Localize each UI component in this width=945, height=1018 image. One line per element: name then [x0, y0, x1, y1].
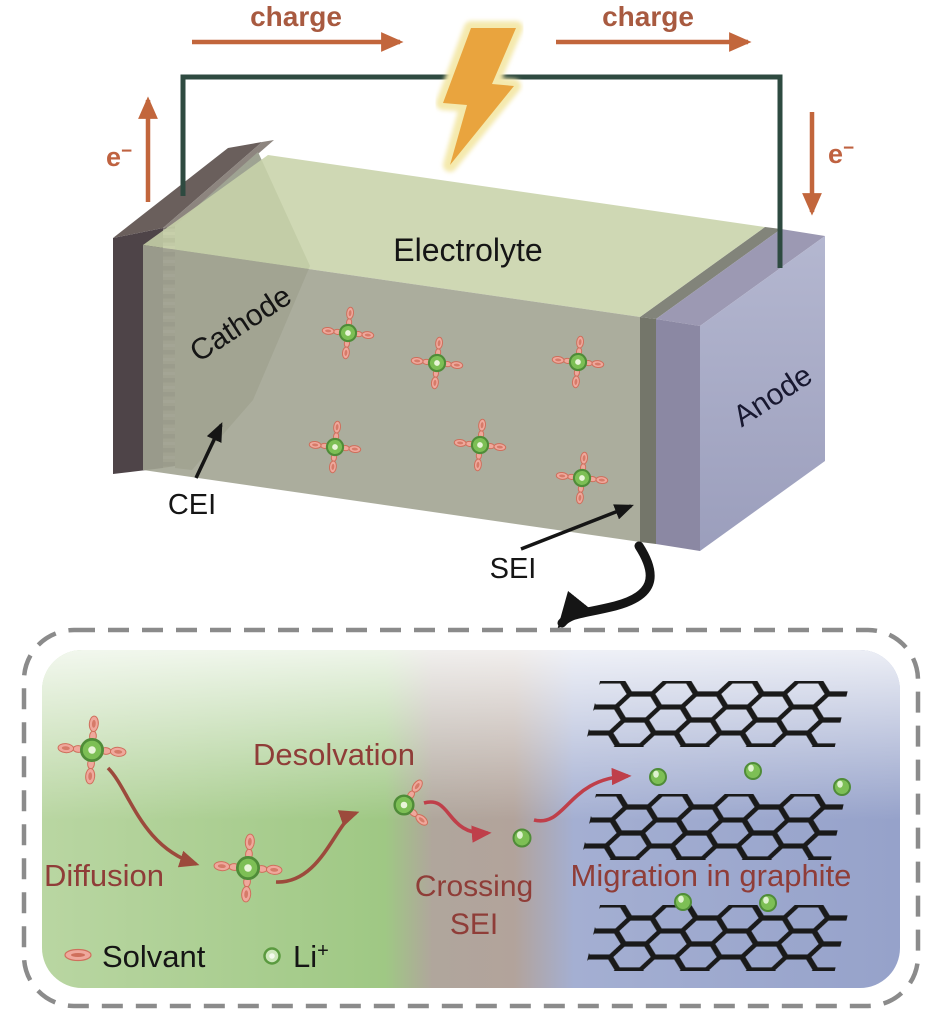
li-ion — [759, 894, 777, 912]
cei-arrow — [194, 422, 223, 479]
solvated-ion — [555, 451, 609, 505]
solvated-ion — [551, 335, 605, 389]
anode-edge-band — [656, 319, 700, 551]
electron-left-label: e− — [106, 141, 132, 172]
collector-edge-top — [163, 140, 274, 228]
li-ion — [744, 762, 762, 780]
sei-layer-top — [640, 227, 781, 319]
charge-right: charge — [556, 1, 752, 52]
collector-top-face — [113, 142, 262, 238]
li-ion-icon — [263, 947, 281, 965]
anode-front-face — [700, 236, 825, 551]
anode-top-face — [656, 229, 825, 326]
electrolyte-front-face — [143, 245, 640, 542]
crossing-sei-label-line1: Crossing — [415, 870, 533, 903]
charge-left: charge — [192, 1, 404, 52]
charge-left-label: charge — [250, 1, 342, 32]
solvant-label: Solvant — [102, 939, 206, 974]
li-ion — [833, 778, 851, 796]
battery-diagram: charge charge e− e− Electrolyte Cathode … — [106, 1, 854, 629]
diffusion-arrow-2 — [275, 810, 360, 884]
cei-annotation: CEI — [168, 422, 223, 521]
li-label: Li+ — [293, 939, 329, 974]
solvated-ion — [321, 306, 375, 360]
li-ion — [512, 828, 532, 848]
charge-right-label: charge — [602, 1, 694, 32]
solvated-ion — [453, 418, 507, 472]
solvated-ion — [213, 833, 283, 903]
crossing-sei-label-line2: SEI — [450, 908, 498, 941]
sei-arrow — [520, 504, 634, 551]
lightning-bolt-icon — [436, 21, 523, 172]
crossing-sei-arrow — [423, 800, 492, 843]
solvated-ion — [57, 715, 127, 785]
sei-annotation: SEI — [490, 504, 634, 585]
solvated-ion — [308, 420, 362, 474]
solvated-ion — [410, 336, 464, 390]
electron-right: e− — [802, 112, 854, 216]
diffusion-label: Diffusion — [44, 858, 164, 893]
electrolyte-top-face — [143, 155, 765, 317]
solvated-ion — [393, 779, 429, 826]
zoom-callout-arrow — [557, 541, 655, 629]
solvent-icon — [64, 948, 92, 962]
migration-label: Migration in graphite — [571, 858, 852, 893]
diffusion-arrow-1 — [106, 766, 200, 868]
graphite-sheets — [580, 681, 850, 971]
panel-ions — [57, 715, 851, 912]
legend: Solvant Li+ — [64, 939, 329, 974]
sei-layer-front — [640, 317, 656, 544]
electron-left: e− — [106, 96, 158, 202]
graphite-sheet — [584, 905, 850, 971]
cei-label: CEI — [168, 489, 216, 521]
electrolyte-label: Electrolyte — [393, 232, 542, 268]
li-ion — [649, 768, 667, 786]
desolvation-label: Desolvation — [253, 737, 415, 772]
sei-label: SEI — [490, 553, 537, 585]
electrolyte-solvated-ions — [308, 306, 609, 505]
graphite-sheet — [584, 681, 850, 747]
graphite-sheet — [580, 794, 846, 860]
li-ion — [674, 893, 692, 911]
electron-right-label: e− — [828, 138, 854, 169]
zoom-panel: Desolvation Diffusion Crossing SEI Migra… — [21, 627, 921, 1009]
migration-arrow — [533, 767, 632, 823]
anode-block — [640, 227, 825, 551]
